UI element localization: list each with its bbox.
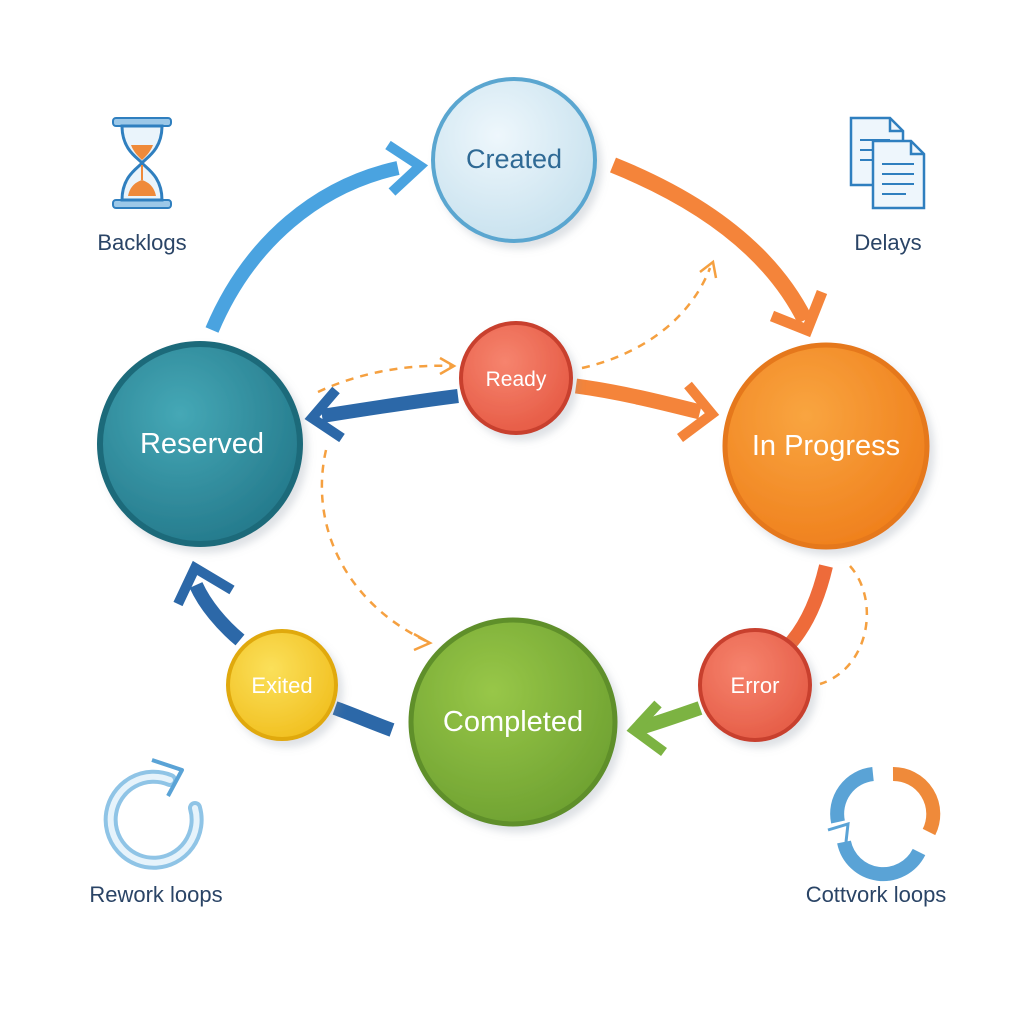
node-reserved[interactable]	[97, 341, 303, 547]
node-created-label: Created	[466, 144, 562, 174]
node-in-progress[interactable]	[722, 342, 930, 550]
arrow-ready-to-in-progress	[574, 378, 720, 442]
node-reserved-label: Reserved	[140, 428, 264, 460]
documents-icon	[849, 116, 926, 210]
cycle-arrows-icon	[827, 766, 941, 882]
refresh-icon	[103, 758, 204, 870]
node-in-progress-label: In Progress	[752, 430, 900, 462]
arrow-completed-to-exited	[332, 701, 395, 737]
node-completed-label: Completed	[443, 706, 583, 738]
dashed-reserved-to-ready	[317, 356, 457, 394]
node-ready[interactable]	[459, 321, 573, 435]
arrow-created-to-in-progress	[610, 157, 828, 338]
arrow-in-progress-to-error	[782, 564, 833, 651]
corner-label-backlogs: Backlogs	[97, 230, 186, 255]
node-completed[interactable]	[408, 617, 618, 827]
node-error-label: Error	[731, 673, 780, 698]
node-created[interactable]	[431, 77, 597, 243]
arrow-error-to-completed	[626, 700, 703, 757]
arrow-exited-to-reserved	[173, 560, 245, 646]
arrow-reserved-to-created	[205, 140, 429, 333]
dashed-reserved-to-completed	[320, 449, 433, 652]
arrow-ready-to-reserved	[304, 386, 459, 443]
corner-label-delays: Delays	[854, 230, 921, 255]
corner-label-cottvork-loops: Cottvork loops	[806, 882, 947, 907]
node-exited[interactable]	[226, 629, 338, 741]
dashed-ready-to-created	[581, 259, 718, 370]
corner-label-rework-loops: Rework loops	[89, 882, 222, 907]
node-ready-label: Ready	[486, 368, 547, 391]
node-exited-label: Exited	[251, 673, 312, 698]
hourglass-icon	[112, 117, 172, 209]
node-error[interactable]	[698, 628, 812, 742]
dashed-in-progress-to-error	[819, 565, 869, 686]
